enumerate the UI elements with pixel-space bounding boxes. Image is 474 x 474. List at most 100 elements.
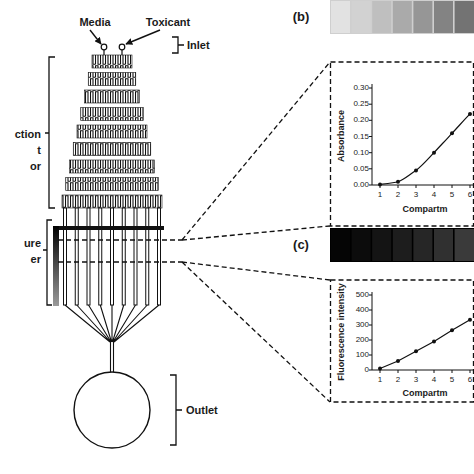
part-label: Inlet	[187, 40, 210, 51]
panel-label: (b)	[293, 10, 310, 23]
data-point	[396, 359, 400, 363]
absorbance-chart	[369, 84, 474, 188]
culture-channel	[111, 208, 114, 305]
tick-label: 0.15	[353, 133, 369, 141]
culture-channel	[87, 208, 90, 305]
strip-cell	[331, 229, 350, 261]
strip-cell	[331, 1, 350, 33]
panel-label: (c)	[293, 238, 309, 251]
data-point	[432, 340, 436, 344]
tick-label: 1	[378, 191, 382, 199]
strip-cell	[352, 229, 371, 261]
strip-cell	[393, 1, 412, 33]
data-curve	[380, 320, 470, 369]
strip-cell	[393, 229, 412, 261]
gradient-bar	[53, 226, 59, 306]
channel	[121, 50, 122, 55]
tick-label: 200	[356, 336, 369, 344]
tick-label: 0.20	[353, 116, 369, 124]
axis-title: Fluorescence intensity	[337, 283, 346, 381]
media-arrow	[90, 30, 101, 44]
culture-channels	[64, 208, 161, 305]
tick-label: 4	[432, 191, 436, 199]
dashed-line	[58, 239, 182, 240]
tick-label: 300	[356, 321, 369, 329]
tick-label: 5	[450, 376, 454, 384]
outlet-reservoir	[74, 372, 150, 448]
dashed-line	[182, 62, 330, 240]
tick-label: 100	[356, 351, 369, 359]
outlet-bracket	[170, 375, 182, 445]
tick-label: 400	[356, 306, 369, 314]
strip-cell	[372, 1, 391, 33]
fluorescence-chart	[369, 292, 474, 373]
part-label: Outlet	[186, 405, 218, 416]
merging-channel	[65, 305, 159, 342]
culture-channel	[64, 208, 67, 305]
serpentine-row	[85, 90, 140, 103]
culture-channel	[134, 208, 137, 305]
strip-cell	[455, 1, 474, 33]
toxicant-arrow	[126, 30, 160, 44]
strip-cell	[413, 229, 432, 261]
inlet-ports	[101, 44, 125, 50]
data-point	[468, 112, 472, 116]
tick-label: 0	[365, 366, 369, 374]
strip-cell	[434, 229, 453, 261]
chart-axes	[372, 292, 474, 370]
fluorescence-strip	[330, 228, 474, 262]
tick-marks	[380, 370, 470, 373]
strip-cell	[372, 229, 391, 261]
fluorescence-points	[378, 318, 472, 371]
axis-title: Compartm	[402, 389, 447, 398]
absorbance-points	[378, 112, 472, 186]
part-label: or	[30, 161, 41, 172]
tick-label: 500	[356, 291, 369, 299]
tick-label: 0.30	[353, 84, 369, 92]
tick-label: 3	[414, 376, 418, 384]
tick-label: 6	[468, 191, 472, 199]
dashed-line	[182, 262, 330, 402]
serpentine-row	[88, 73, 136, 86]
culture-channel	[122, 208, 125, 305]
tick-label: 1	[378, 376, 382, 384]
tick-marks	[369, 295, 372, 370]
zoom-box	[331, 62, 474, 226]
tick-label: 2	[396, 191, 400, 199]
data-point	[450, 328, 454, 332]
data-point	[432, 151, 436, 155]
axis-title: Compartm	[402, 205, 447, 214]
axis-title: Absorbance	[337, 110, 346, 162]
strip-cell	[455, 229, 474, 261]
inlet-label: Media	[79, 17, 110, 28]
chart-axes	[372, 84, 474, 185]
channel	[103, 50, 104, 55]
dashed-line	[182, 262, 330, 280]
part-label: ction	[15, 129, 41, 140]
tick-marks	[369, 88, 372, 185]
data-point	[450, 131, 454, 135]
inlet-bracket	[172, 37, 184, 53]
serpentine-row	[66, 178, 159, 191]
serpentine-row	[70, 160, 155, 173]
tick-label: 0.05	[353, 165, 369, 173]
culture-channel	[99, 208, 102, 305]
zoom-lines	[58, 62, 330, 402]
tick-label: 4	[432, 376, 436, 384]
data-point	[414, 349, 418, 353]
tick-label: 6	[468, 376, 472, 384]
tick-label: 0.10	[353, 149, 369, 157]
strip-cell	[413, 1, 432, 33]
data-point	[396, 180, 400, 184]
data-curve	[380, 114, 470, 184]
inlet-port	[119, 44, 125, 50]
part-label: er	[31, 254, 41, 265]
serpentine-row	[92, 55, 132, 68]
serpentine-row	[62, 195, 162, 208]
strip-background	[330, 0, 474, 34]
tick-label: 0.25	[353, 100, 369, 108]
zoom-box	[331, 280, 474, 402]
